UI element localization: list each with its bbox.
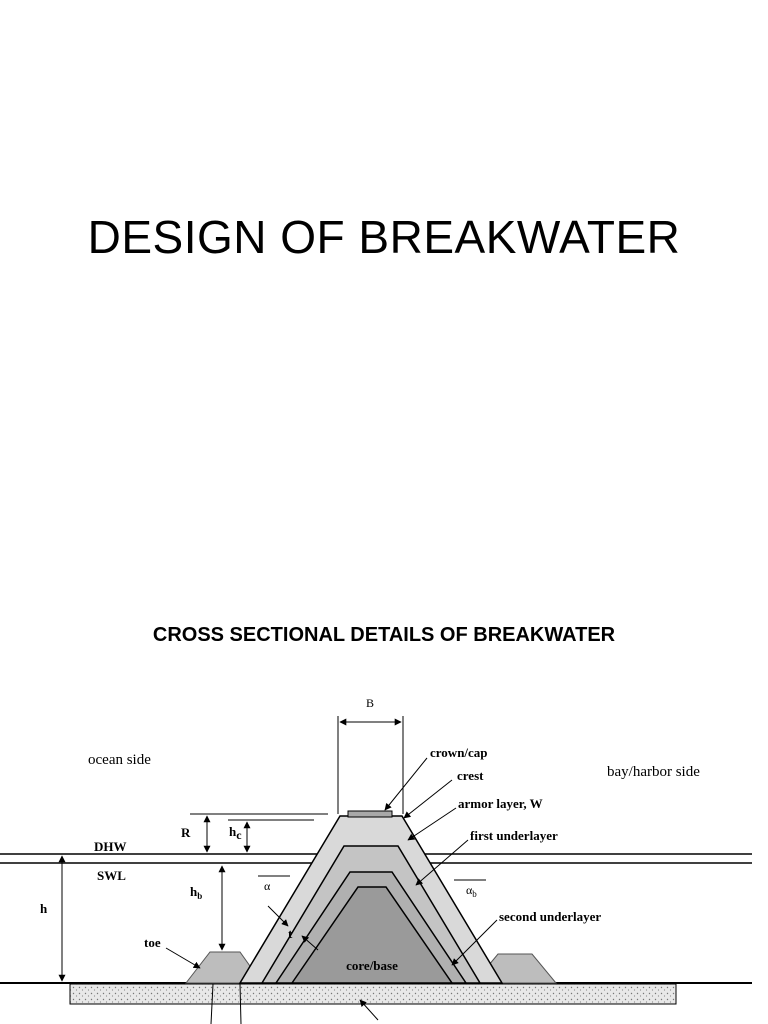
- hc-label: hc: [229, 824, 242, 842]
- hb-label: hb: [190, 884, 202, 901]
- t-arrow-lower: [301, 935, 319, 951]
- foundation-arrow: [359, 999, 379, 1021]
- crest-leader: [403, 779, 453, 819]
- b-label: B: [366, 696, 374, 710]
- core-base: [290, 886, 454, 984]
- r-label: R: [181, 825, 191, 840]
- crest-label: crest: [457, 768, 484, 783]
- second-underlayer-label: second underlayer: [499, 909, 601, 924]
- first-underlayer-leader: [415, 839, 469, 886]
- armor-layer-label: armor layer, W: [458, 796, 543, 811]
- toe-leader: [165, 947, 201, 969]
- toe-label: toe: [144, 935, 161, 950]
- crown-cap-label: crown/cap: [430, 745, 488, 760]
- toe-leg-left: [210, 983, 214, 1024]
- alpha-label: α: [264, 879, 271, 893]
- slide-title: DESIGN OF BREAKWATER: [87, 211, 681, 263]
- diagram-title: CROSS SECTIONAL DETAILS OF BREAKWATER: [152, 624, 616, 646]
- toe-leg-right: [239, 983, 242, 1024]
- alpha-b-label: αb: [466, 883, 477, 899]
- t-label: t: [288, 926, 293, 941]
- t-arrow-upper: [267, 905, 289, 927]
- foundation-bed: [69, 983, 677, 1005]
- crown-cap: [347, 810, 393, 818]
- crown-leader: [384, 757, 428, 811]
- h-label: h: [40, 901, 48, 916]
- dhw-label: DHW: [94, 839, 127, 854]
- breakwater-cross-section: B ocean side bay/harbor side crown/cap c…: [0, 696, 752, 1024]
- ocean-side-label: ocean side: [88, 752, 151, 768]
- armor-leader: [407, 807, 457, 841]
- toe-left: [184, 951, 263, 984]
- first-underlayer-label: first underlayer: [470, 828, 558, 843]
- swl-label: SWL: [97, 868, 126, 883]
- bay-harbor-side-label: bay/harbor side: [607, 764, 700, 780]
- core-base-label: core/base: [346, 958, 398, 973]
- second-underlayer-leader: [451, 919, 498, 966]
